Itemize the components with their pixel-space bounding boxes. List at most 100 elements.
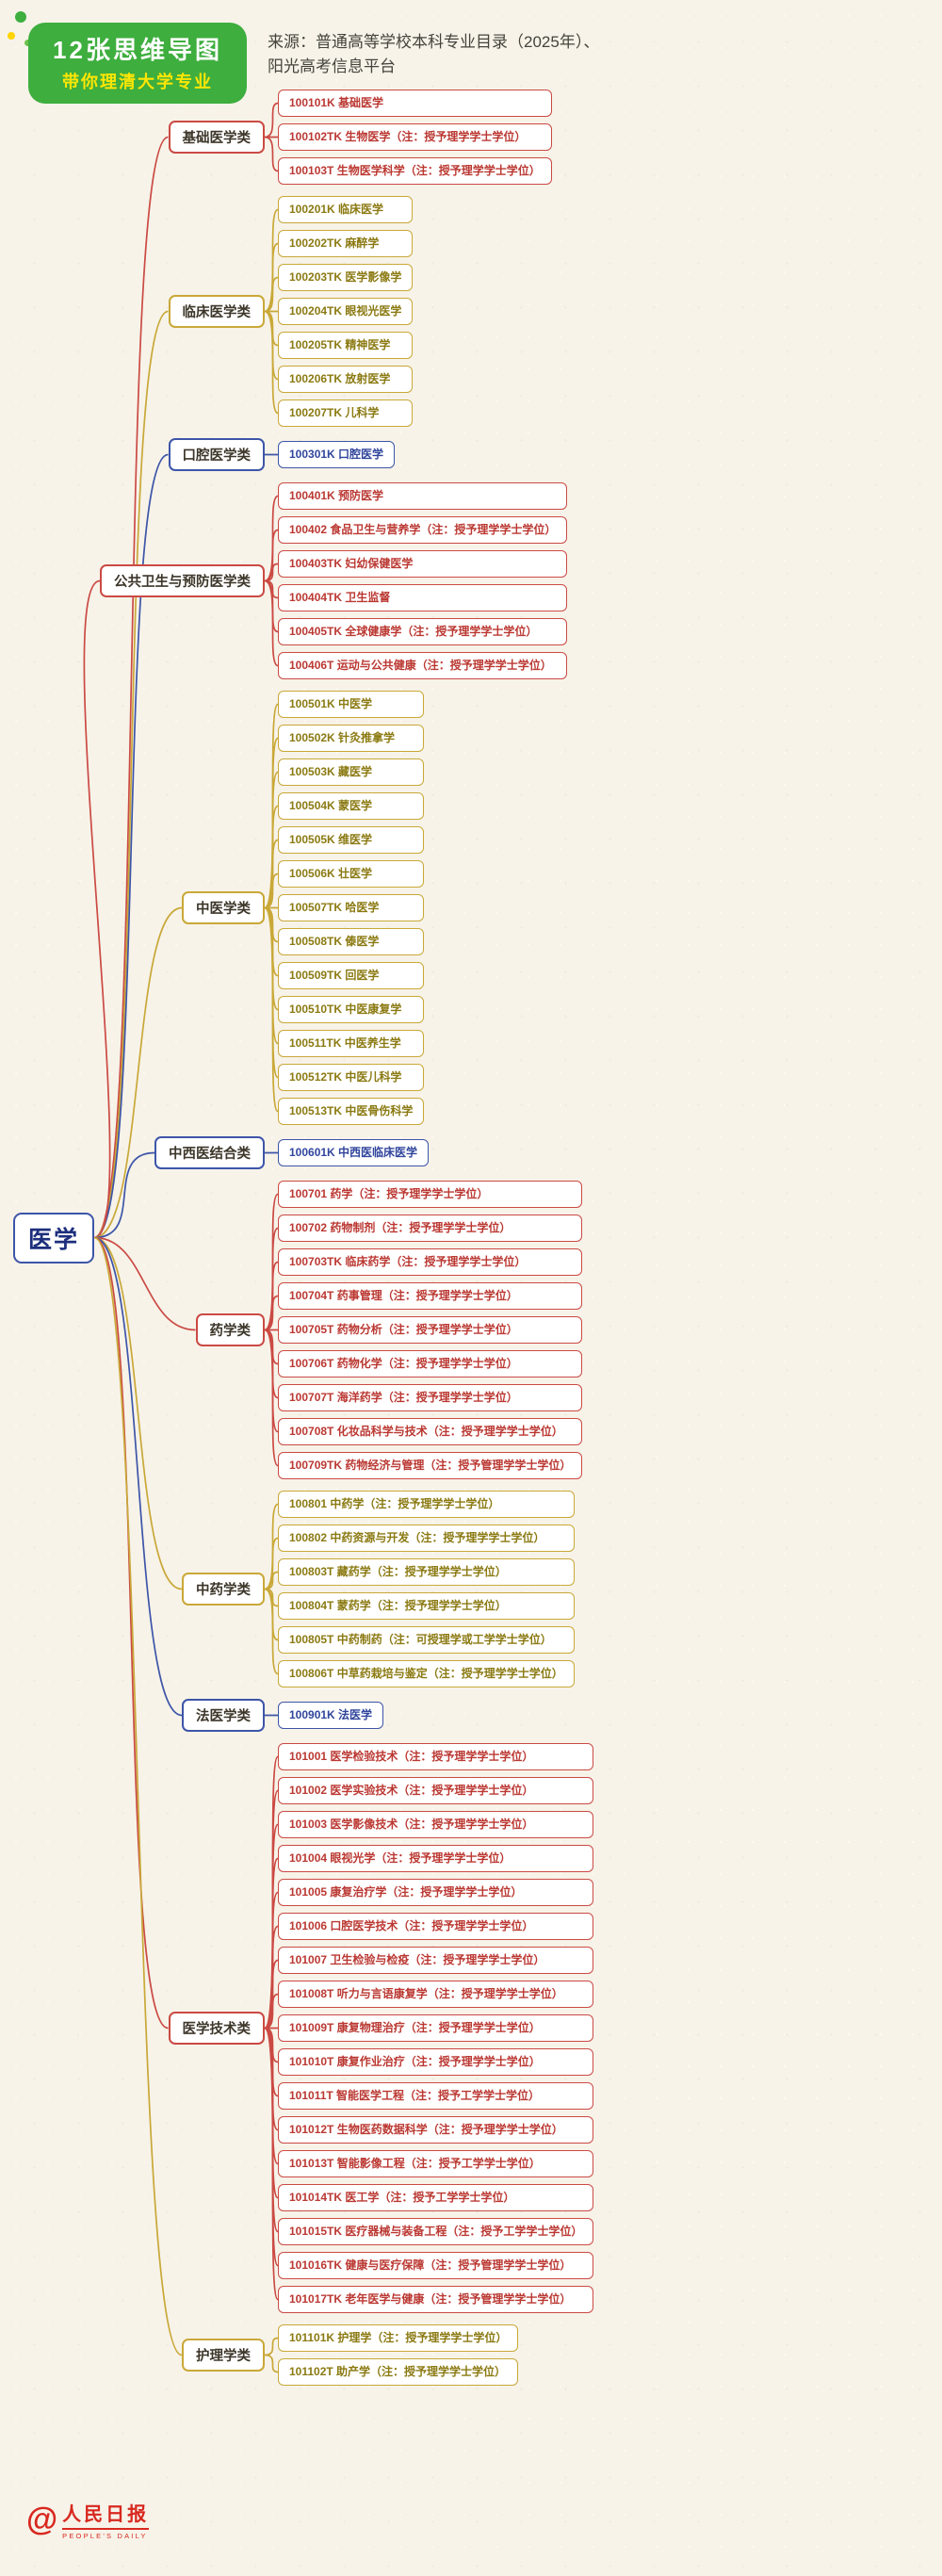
category-node: 公共卫生与预防医学类 [100, 564, 265, 597]
major-item: 100402 食品卫生与营养学（注：授予理学学士学位） [278, 516, 568, 544]
major-item: 101002 医学实验技术（注：授予理学学士学位） [278, 1777, 594, 1804]
major-item: 100805T 中药制药（注：可授理学或工学学士学位） [278, 1626, 575, 1654]
source-line-1: 来源：普通高等学校本科专业目录（2025年）、 [268, 33, 600, 51]
category-node: 药学类 [195, 1313, 265, 1346]
category-column: 中药学类 [0, 1573, 278, 1606]
peoples-daily-logo: @ 人民日报 PEOPLE'S DAILY [26, 2499, 150, 2540]
major-item: 100802 中药资源与开发（注：授予理学学士学位） [278, 1524, 575, 1552]
major-item: 101001 医学检验技术（注：授予理学学士学位） [278, 1743, 594, 1770]
major-item: 100203TK 医学影像学 [278, 264, 414, 291]
title-badge: 12张思维导图 带你理清大学专业 [28, 23, 247, 104]
major-item: 100512TK 中医儿科学 [278, 1064, 425, 1091]
major-item: 100502K 针灸推拿学 [278, 725, 425, 752]
category-column: 公共卫生与预防医学类 [0, 564, 278, 597]
group-7: 药学类 100701 药学（注：授予理学学士学位） 100702 药物制剂（注：授予… [0, 1181, 942, 1479]
badge-subtitle: 带你理清大学专业 [62, 73, 213, 91]
major-item: 100707T 海洋药学（注：授予理学学士学位） [278, 1384, 583, 1411]
major-item: 100803T 藏药学（注：授予理学学士学位） [278, 1558, 575, 1586]
major-item: 100506K 壮医学 [278, 860, 425, 888]
category-node: 中药学类 [182, 1573, 265, 1606]
category-node: 基础医学类 [168, 121, 265, 154]
category-column: 临床医学类 [0, 295, 278, 328]
major-item: 100601K 中西医临床医学 [278, 1139, 430, 1166]
major-item: 101009T 康复物理治疗（注：授予理学学士学位） [278, 2014, 594, 2042]
category-column: 中西医结合类 [0, 1136, 278, 1169]
major-item: 100704T 药事管理（注：授予理学学士学位） [278, 1282, 583, 1310]
category-node: 临床医学类 [168, 295, 265, 328]
major-list: 100501K 中医学 100502K 针灸推拿学 100503K 藏医学 10050… [278, 691, 425, 1125]
decoration-dot-green-small [24, 40, 31, 46]
major-list: 100701 药学（注：授予理学学士学位） 100702 药物制剂（注：授予理学学… [278, 1181, 583, 1479]
category-node: 法医学类 [182, 1699, 265, 1732]
major-item: 100505K 维医学 [278, 826, 425, 854]
major-item: 100201K 临床医学 [278, 196, 414, 223]
major-list: 100801 中药学（注：授予理学学士学位） 100802 中药资源与开发（注：授… [278, 1491, 575, 1687]
major-item: 101006 口腔医学技术（注：授予理学学士学位） [278, 1913, 594, 1940]
major-item: 100503K 藏医学 [278, 758, 425, 786]
major-item: 100701 药学（注：授予理学学士学位） [278, 1181, 583, 1208]
major-item: 100705T 药物分析（注：授予理学学士学位） [278, 1316, 583, 1344]
group-2: 临床医学类 100201K 临床医学 100202TK 麻醉学 100203TK 医学… [0, 196, 942, 427]
category-node: 医学技术类 [168, 2012, 265, 2045]
major-item: 100403TK 妇幼保健医学 [278, 550, 568, 578]
group-8: 中药学类 100801 中药学（注：授予理学学士学位） 100802 中药资源与开发… [0, 1491, 942, 1687]
major-item: 100202TK 麻醉学 [278, 230, 414, 257]
major-item: 101012T 生物医药数据科学（注：授予理学学士学位） [278, 2116, 594, 2144]
major-list: 100901K 法医学 [278, 1702, 384, 1729]
major-item: 100406T 运动与公共健康（注：授予理学学士学位） [278, 652, 568, 679]
major-list: 100601K 中西医临床医学 [278, 1139, 430, 1166]
major-item: 100301K 口腔医学 [278, 441, 396, 468]
major-item: 100204TK 眼视光医学 [278, 298, 414, 325]
major-item: 100101K 基础医学 [278, 90, 552, 117]
major-item: 100703TK 临床药学（注：授予理学学士学位） [278, 1248, 583, 1276]
major-item: 100801 中药学（注：授予理学学士学位） [278, 1491, 575, 1518]
major-item: 100708T 化妆品科学与技术（注：授予理学学士学位） [278, 1418, 583, 1445]
major-item: 100507TK 哈医学 [278, 894, 425, 921]
major-item: 100103T 生物医学科学（注：授予理学学士学位） [278, 157, 552, 185]
major-item: 101102T 助产学（注：授予理学学士学位） [278, 2358, 519, 2386]
major-list: 100101K 基础医学 100102TK 生物医学（注：授予理学学士学位） 100… [278, 90, 552, 185]
major-item: 100509TK 回医学 [278, 962, 425, 989]
major-item: 101003 医学影像技术（注：授予理学学士学位） [278, 1811, 594, 1838]
source-text: 来源：普通高等学校本科专业目录（2025年）、 阳光高考信息平台 [268, 30, 599, 80]
major-item: 100405TK 全球健康学（注：授予理学学士学位） [278, 618, 568, 645]
major-item: 100511TK 中医养生学 [278, 1030, 425, 1057]
category-column: 口腔医学类 [0, 438, 278, 471]
major-item: 101008T 听力与言语康复学（注：授予理学学士学位） [278, 1981, 594, 2008]
major-item: 100404TK 卫生监督 [278, 584, 568, 611]
major-item: 100510TK 中医康复学 [278, 996, 425, 1023]
major-item: 100706T 药物化学（注：授予理学学士学位） [278, 1350, 583, 1378]
major-item: 100901K 法医学 [278, 1702, 384, 1729]
group-1: 基础医学类 100101K 基础医学 100102TK 生物医学（注：授予理学学士学… [0, 90, 942, 185]
major-item: 100806T 中草药栽培与鉴定（注：授予理学学士学位） [278, 1660, 575, 1687]
category-groups: 基础医学类 100101K 基础医学 100102TK 生物医学（注：授予理学学士学… [0, 90, 942, 2386]
category-column: 药学类 [0, 1313, 278, 1346]
major-item: 101010T 康复作业治疗（注：授予理学学士学位） [278, 2048, 594, 2076]
major-list: 101101K 护理学（注：授予理学学士学位）101102T 助产学（注：授予理… [278, 2324, 519, 2386]
major-item: 101015TK 医疗器械与装备工程（注：授予工学学士学位） [278, 2218, 594, 2245]
major-item: 100207TK 儿科学 [278, 399, 414, 427]
group-10: 医学技术类 101001 医学检验技术（注：授予理学学士学位） 101002 医学实… [0, 1743, 942, 2313]
major-item: 101011T 智能医学工程（注：授予工学学士学位） [278, 2082, 594, 2110]
major-item: 100504K 蒙医学 [278, 792, 425, 820]
category-column: 护理学类 [0, 2339, 278, 2372]
major-list: 100301K 口腔医学 [278, 441, 396, 468]
major-item: 100513TK 中医骨伤科学 [278, 1098, 425, 1125]
category-column: 法医学类 [0, 1699, 278, 1732]
source-line-2: 阳光高考信息平台 [268, 57, 396, 76]
at-icon: @ [26, 2502, 58, 2537]
major-item: 101007 卫生检验与检疫（注：授予理学学士学位） [278, 1947, 594, 1974]
category-node: 中医学类 [182, 891, 265, 924]
major-item: 100102TK 生物医学（注：授予理学学士学位） [278, 123, 552, 151]
major-item: 100702 药物制剂（注：授予理学学士学位） [278, 1215, 583, 1242]
major-item: 100206TK 放射医学 [278, 366, 414, 393]
major-item: 101005 康复治疗学（注：授予理学学士学位） [278, 1879, 594, 1906]
major-item: 100501K 中医学 [278, 691, 425, 718]
major-list: 101001 医学检验技术（注：授予理学学士学位） 101002 医学实验技术（注… [278, 1743, 594, 2313]
